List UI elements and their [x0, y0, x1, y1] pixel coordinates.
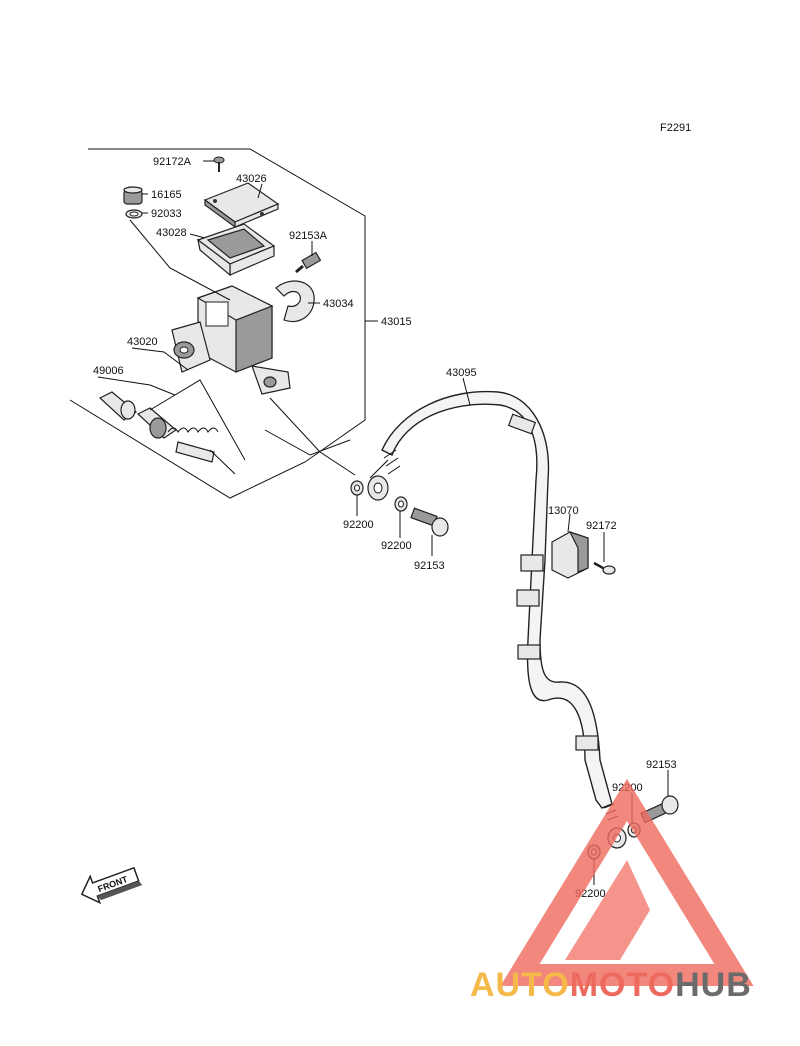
banjo-leader: [269, 397, 356, 476]
watermark-part-3: HUB: [675, 966, 752, 1004]
assembly-group-outline: [69, 148, 366, 499]
callout-92153-upper: 92153: [414, 560, 445, 572]
callout-92033: 92033: [151, 208, 182, 220]
front-direction-badge: FRONT: [80, 866, 143, 905]
cap-gasket: [125, 209, 143, 219]
cover-screw: [213, 156, 225, 172]
watermark-logo: [500, 778, 754, 986]
watermark-part-1: AUTO: [470, 966, 570, 1004]
callout-92200-upper-1: 92200: [343, 519, 374, 531]
callout-92153-lower: 92153: [646, 759, 677, 771]
callout-92172A: 92172A: [153, 156, 192, 168]
brake-hose: [381, 390, 613, 809]
piston-guide-line-2: [209, 449, 236, 475]
clamp-bolt: [295, 251, 322, 274]
callout-49006: 49006: [93, 365, 124, 377]
filler-cap: [123, 186, 143, 205]
callout-92200-upper-2: 92200: [381, 540, 412, 552]
callout-43028: 43028: [156, 227, 187, 239]
leader-lines: [97, 160, 669, 885]
callout-13070: 13070: [548, 505, 579, 517]
callout-92153A: 92153A: [289, 230, 328, 242]
callout-16165: 16165: [151, 189, 182, 201]
callout-92172: 92172: [586, 520, 617, 532]
callout-43015: 43015: [381, 316, 412, 328]
watermark-part-2: MOTO: [570, 966, 675, 1004]
piston-assembly: [98, 391, 219, 463]
reservoir-cover: [203, 182, 280, 229]
callout-43034: 43034: [323, 298, 354, 310]
callout-43020: 43020: [127, 336, 158, 348]
upper-banjo-fitting: [367, 459, 389, 501]
master-cylinder-body: [171, 285, 291, 395]
reservoir-diaphragm: [196, 223, 276, 277]
watermark-text: AUTOMOTOHUB: [470, 966, 752, 1004]
assembly-group-inner: [264, 429, 351, 456]
callout-43095: 43095: [446, 367, 477, 379]
callout-43026: 43026: [236, 173, 267, 185]
piston-guide-line: [149, 379, 246, 461]
clamp-screw: [593, 561, 616, 575]
figure-code: F2291: [660, 122, 691, 134]
handlebar-clamp: [275, 280, 315, 323]
hose-guide-clamp: [551, 530, 589, 579]
upper-banjo-bolt: [410, 507, 449, 537]
